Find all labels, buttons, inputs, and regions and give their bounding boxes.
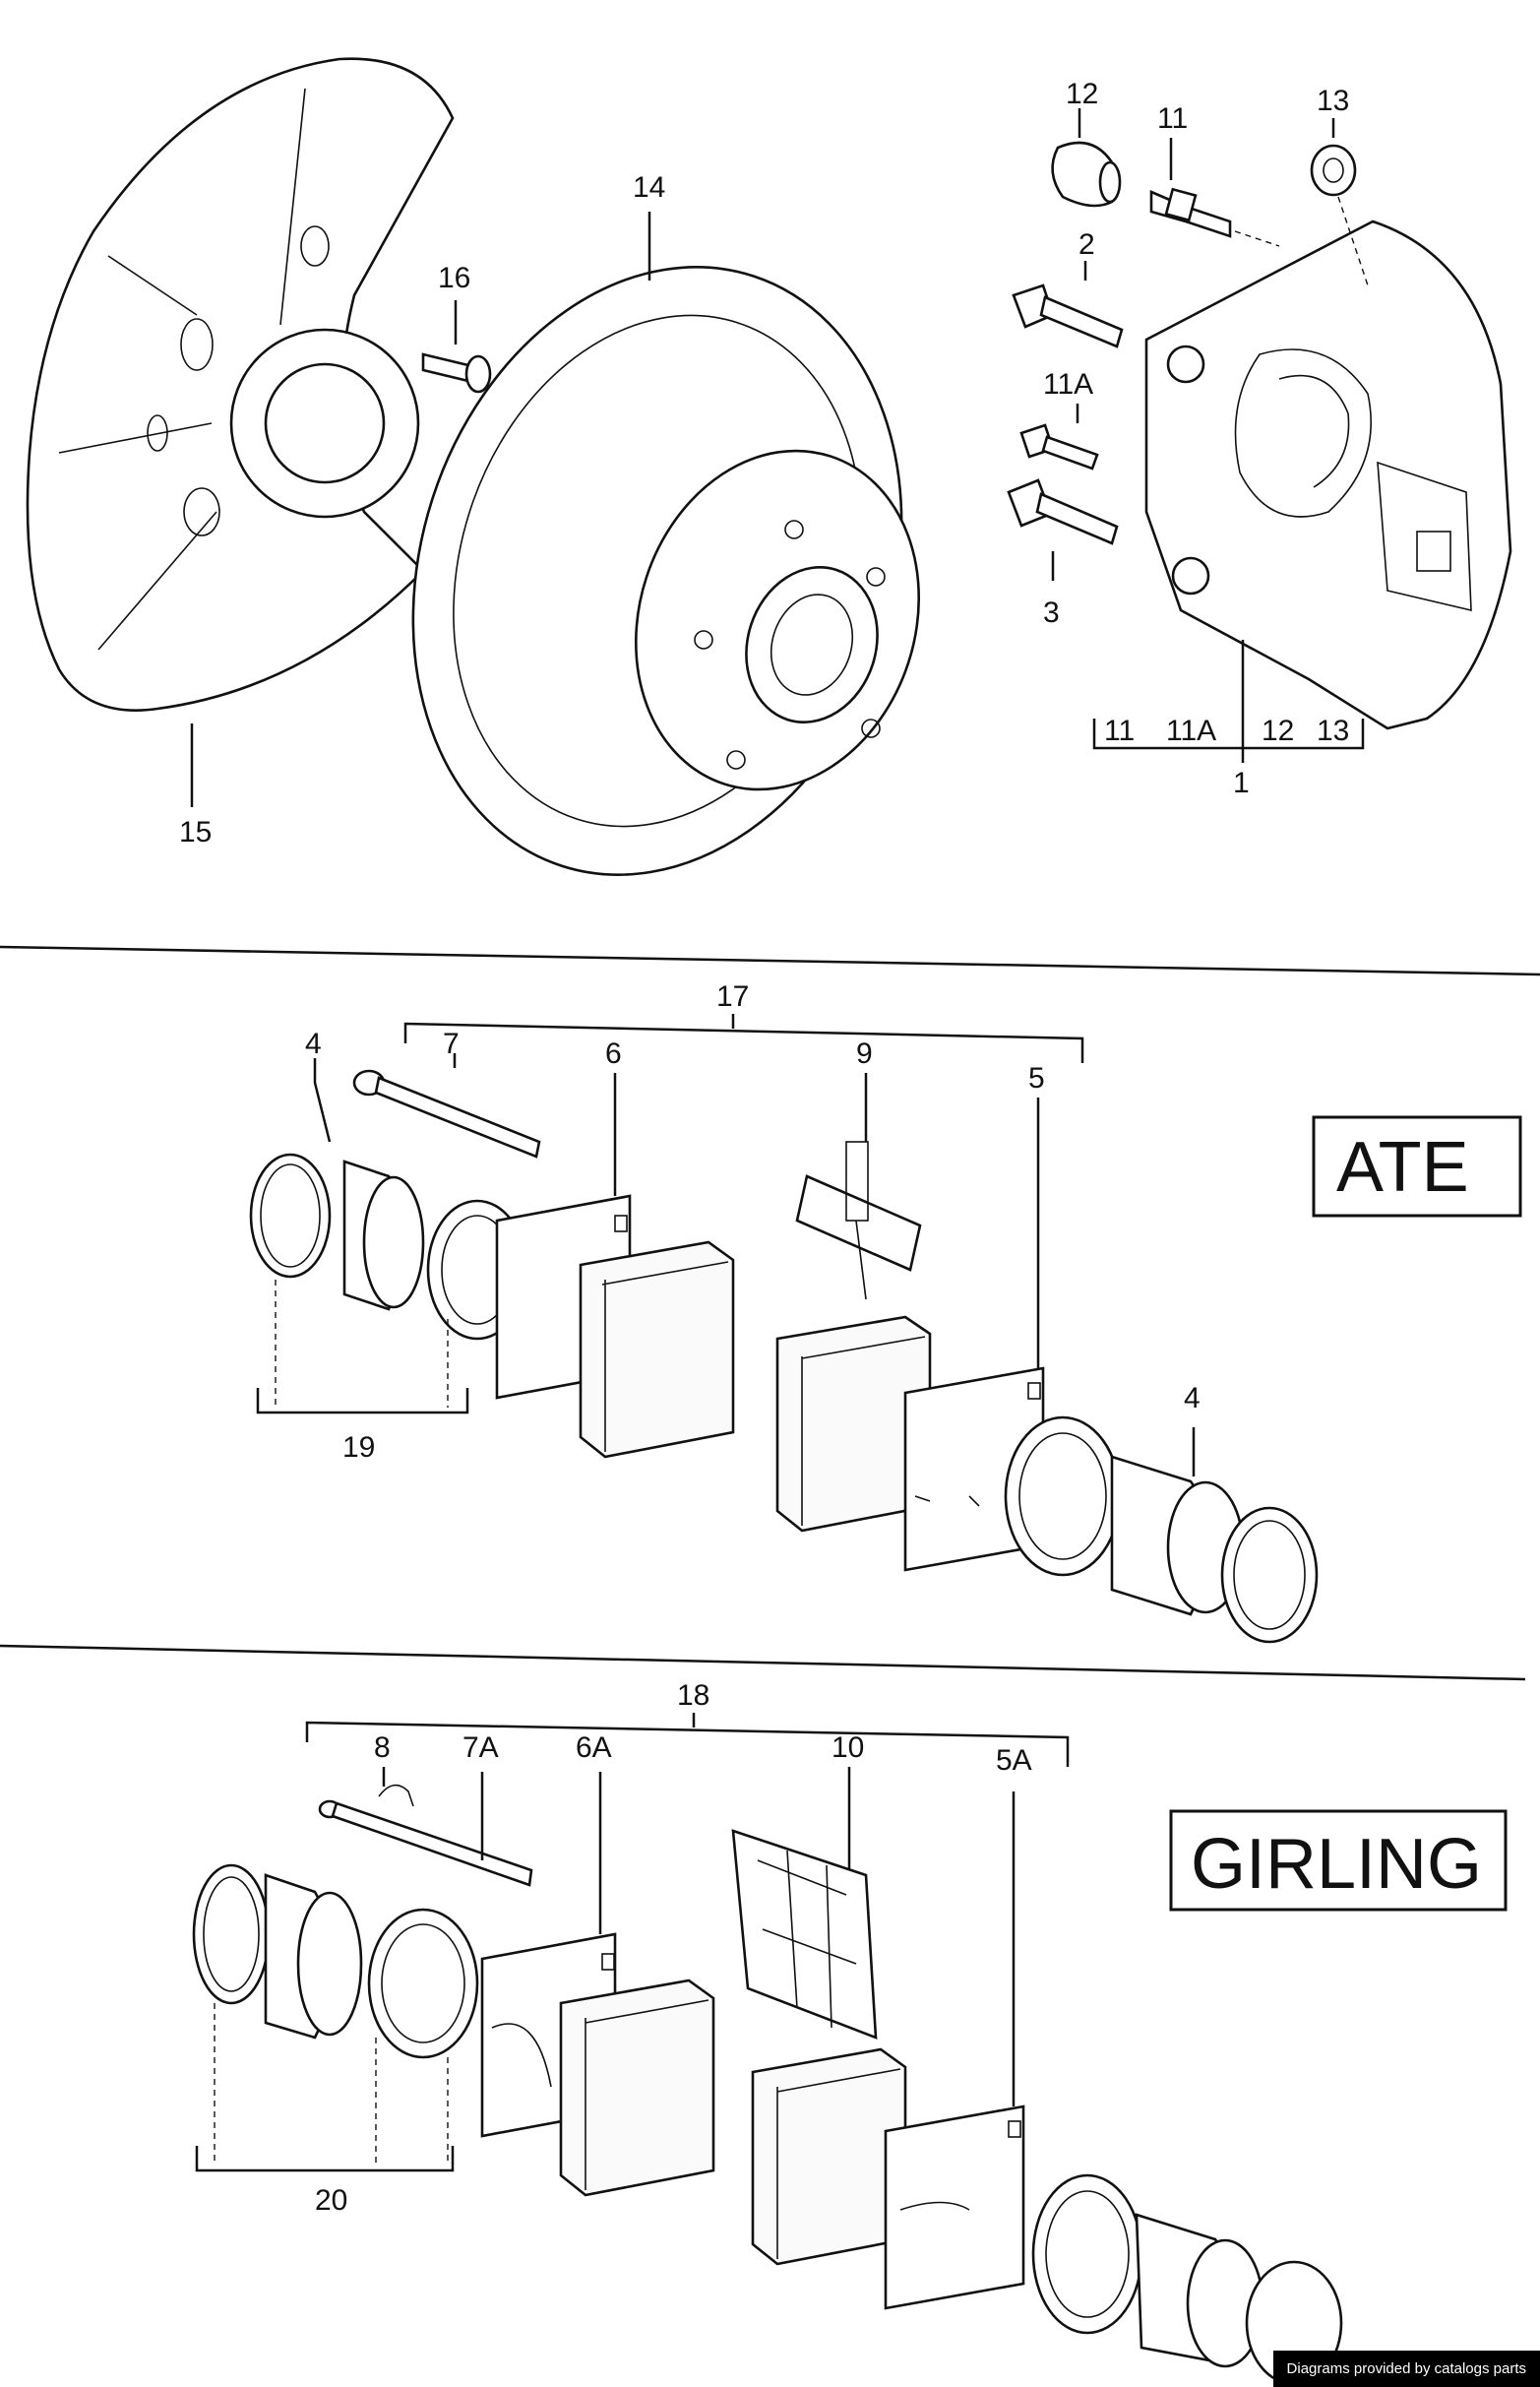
- dust-cap-12: [1051, 141, 1122, 208]
- spring-clip-9: [795, 1141, 922, 1300]
- bracket-17: [403, 1014, 1084, 1063]
- bolt-3: [1007, 478, 1119, 545]
- callout-3: 3: [1043, 597, 1060, 629]
- section-divider-1: [0, 945, 1540, 976]
- girling-label-box: GIRLING: [1169, 1809, 1508, 1912]
- callout-group-11: 11: [1104, 715, 1135, 747]
- callout-4-right: 4: [1184, 1382, 1201, 1414]
- callout-5: 5: [1028, 1062, 1045, 1095]
- callout-16: 16: [438, 262, 470, 294]
- section-divider-2: [0, 1644, 1526, 1681]
- callout-13: 13: [1317, 85, 1349, 117]
- callout-14: 14: [633, 171, 665, 204]
- brake-caliper: [1144, 220, 1512, 730]
- callout-12: 12: [1066, 78, 1098, 110]
- callout-4-left: 4: [305, 1028, 322, 1060]
- splash-shield: [26, 57, 455, 712]
- bracket-20: [195, 2146, 455, 2172]
- bolt-2: [1012, 283, 1124, 348]
- callout-group-13: 13: [1317, 715, 1349, 747]
- pin-7: [352, 1069, 541, 1159]
- callout-6a: 6A: [576, 1731, 612, 1764]
- callout-group-11a: 11A: [1166, 715, 1216, 747]
- diagram-credit: Diagrams provided by catalogs parts: [1272, 2351, 1540, 2387]
- washer-13: [1310, 144, 1357, 197]
- callout-10: 10: [832, 1731, 864, 1764]
- callout-9: 9: [856, 1037, 873, 1070]
- callout-17: 17: [716, 980, 749, 1013]
- callout-15: 15: [179, 816, 212, 848]
- callout-20: 20: [315, 2184, 347, 2217]
- girling-pad-inner: [559, 1979, 715, 2197]
- bracket-18: [305, 1713, 1070, 1767]
- girling-seal-left: [192, 1863, 271, 2005]
- bracket-1: [1092, 719, 1365, 763]
- anti-rattle-spring-10: [731, 1829, 878, 2040]
- callout-1: 1: [1233, 767, 1250, 799]
- ate-label-box: ATE: [1312, 1115, 1522, 1218]
- brake-disc: [411, 266, 921, 876]
- bolt-11a: [1019, 423, 1099, 471]
- piston-seal-left: [249, 1153, 332, 1279]
- pin-7a: [318, 1799, 533, 1887]
- piston-right: [1004, 1415, 1319, 1644]
- callout-2: 2: [1078, 228, 1095, 261]
- callout-19: 19: [342, 1431, 375, 1464]
- callout-11a: 11A: [1043, 368, 1093, 401]
- girling-pad-outer: [751, 2047, 907, 2266]
- guide-pin-11: [1149, 187, 1232, 238]
- callout-18: 18: [677, 1679, 709, 1712]
- callout-5a: 5A: [996, 1744, 1032, 1777]
- callout-6: 6: [605, 1037, 622, 1070]
- ate-brand-label: ATE: [1336, 1128, 1469, 1207]
- shim-5a: [884, 2104, 1025, 2310]
- girling-brand-label: GIRLING: [1191, 1825, 1482, 1904]
- callout-8: 8: [374, 1731, 391, 1764]
- callout-group-12: 12: [1262, 715, 1294, 747]
- girling-piston-left: [264, 1873, 479, 2059]
- screw-16: [421, 352, 492, 394]
- callout-11: 11: [1157, 102, 1188, 135]
- bracket-19: [256, 1388, 469, 1414]
- clip-8: [378, 1784, 414, 1807]
- callout-7: 7: [443, 1028, 460, 1060]
- callout-7a: 7A: [462, 1731, 499, 1764]
- brake-pad-inner: [579, 1240, 735, 1459]
